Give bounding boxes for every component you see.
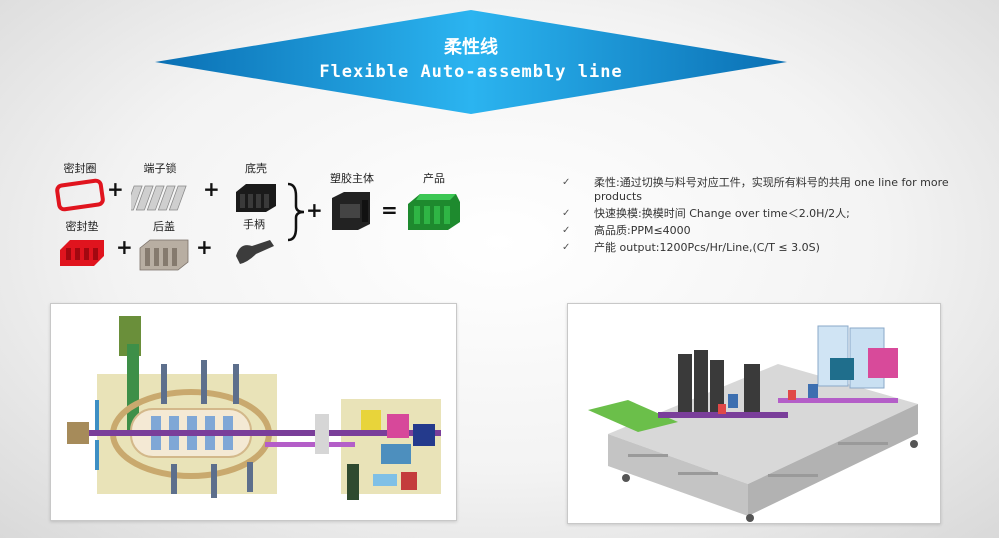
- part-plastic-body: 塑胶主体: [322, 170, 382, 232]
- part-label: 密封圈: [63, 162, 97, 175]
- part-bottom-shell: 底壳: [230, 160, 282, 214]
- plus-operator: +: [306, 198, 323, 222]
- feature-item: ✓ 柔性:通过切换与料号对应工件，实现所有料号的共用 one line for m…: [562, 176, 972, 204]
- seal-ring-image: [55, 178, 105, 212]
- feature-text: 柔性:通过切换与料号对应工件，实现所有料号的共用 one line for mo…: [594, 176, 949, 203]
- feature-text: 产能 output:1200Pcs/Hr/Line,(C/T ≤ 3.0S): [594, 241, 820, 254]
- part-seal-ring: 密封圈: [52, 160, 108, 212]
- bracket-shape: [287, 182, 305, 242]
- rear-cover-image: [139, 239, 189, 271]
- part-seal-pad: 密封垫: [54, 218, 110, 268]
- layout-top-view-image: [50, 303, 457, 521]
- part-label: 后盖: [153, 220, 175, 233]
- feature-text: 高品质:PPM≤4000: [594, 224, 691, 237]
- part-terminal-lock: 端子锁: [130, 160, 190, 214]
- banner-title-en: Flexible Auto-assembly line: [319, 62, 623, 82]
- terminal-lock-image: [131, 185, 187, 211]
- part-label: 塑胶主体: [330, 172, 374, 185]
- bottom-shell-image: [236, 184, 276, 212]
- equals-operator: =: [381, 198, 398, 222]
- handle-image: [236, 240, 274, 264]
- banner-title-cn: 柔性线: [444, 37, 498, 58]
- product-image: [408, 194, 460, 230]
- plus-operator: +: [196, 235, 213, 259]
- plus-operator: +: [203, 177, 220, 201]
- plus-operator: +: [107, 177, 124, 201]
- feature-list: ✓ 柔性:通过切换与料号对应工件，实现所有料号的共用 one line for m…: [562, 176, 972, 258]
- feature-item: ✓ 产能 output:1200Pcs/Hr/Line,(C/T ≤ 3.0S): [562, 241, 972, 255]
- part-label: 密封垫: [65, 220, 99, 233]
- title-banner: 柔性线 Flexible Auto-assembly line: [155, 10, 787, 114]
- plus-operator: +: [116, 235, 133, 259]
- machine-3d-render-image: [567, 303, 941, 524]
- part-label: 产品: [423, 172, 445, 185]
- feature-item: ✓ 快速换模:换模时间 Change over time＜2.0H/2人;: [562, 207, 972, 221]
- check-icon: ✓: [562, 225, 571, 236]
- seal-pad-image: [60, 240, 104, 266]
- check-icon: ✓: [562, 177, 571, 188]
- check-icon: ✓: [562, 208, 571, 219]
- part-label: 手柄: [243, 218, 265, 231]
- check-icon: ✓: [562, 242, 571, 253]
- part-label: 端子锁: [143, 162, 177, 175]
- part-product: 产品: [402, 170, 466, 232]
- plastic-body-image: [332, 192, 370, 230]
- part-label: 底壳: [245, 162, 267, 175]
- feature-item: ✓ 高品质:PPM≤4000: [562, 224, 972, 238]
- part-rear-cover: 后盖: [134, 218, 194, 272]
- part-handle: 手柄: [228, 216, 280, 270]
- feature-text: 快速换模:换模时间 Change over time＜2.0H/2人;: [594, 207, 850, 220]
- banner-diamond-shape: [155, 10, 787, 114]
